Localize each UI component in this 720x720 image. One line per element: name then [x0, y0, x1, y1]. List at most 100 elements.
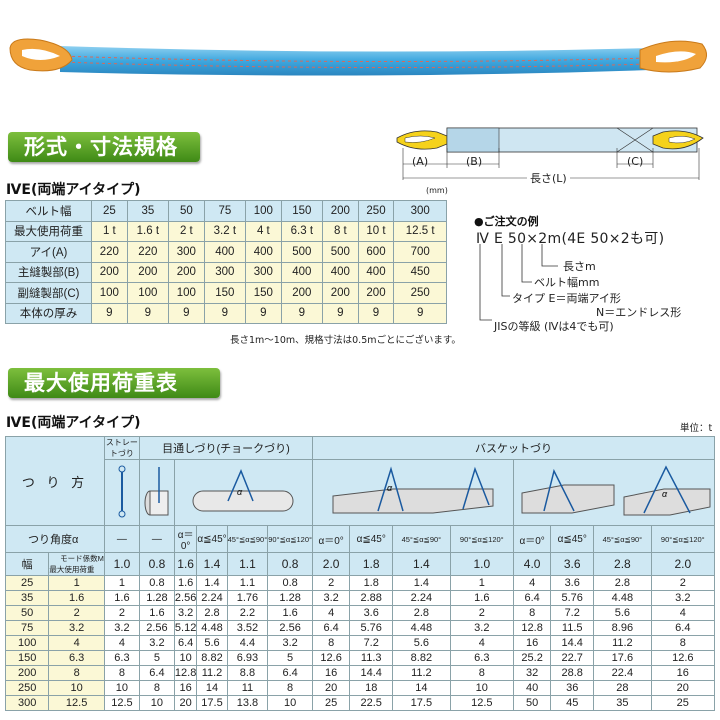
- load-cell: 2.56: [267, 620, 313, 636]
- load-cell: 1.4: [392, 575, 451, 591]
- spec-cell: 25: [91, 200, 128, 222]
- max-load-cell: 1.6: [48, 590, 105, 606]
- load-cell: 0.8: [138, 575, 175, 591]
- spec-subtitle: ⅣE(両端アイタイプ): [6, 182, 141, 198]
- load-cell: 3.52: [226, 620, 269, 636]
- width-cell: 150: [4, 650, 50, 666]
- spec-cell: 100: [245, 200, 282, 222]
- load-cell: 20: [650, 680, 716, 696]
- spec-cell: 4 t: [245, 220, 282, 242]
- load-cell: 6.4: [311, 620, 351, 636]
- load-cell: 2: [650, 575, 716, 591]
- svg-text:α: α: [662, 489, 668, 499]
- choke-label: 目通しづり(チョークづり): [138, 436, 314, 460]
- load-cell: 3.2: [311, 590, 351, 606]
- mode-cell: 4.0: [512, 552, 552, 576]
- spec-cell: 400: [245, 241, 282, 263]
- spec-row-label: ベルト幅: [5, 200, 92, 222]
- load-cell: 8: [138, 680, 175, 696]
- load-cell: 8: [311, 635, 351, 651]
- spec-cell: 220: [126, 241, 170, 263]
- spec-cell: 9: [91, 302, 128, 324]
- spec-cell: 50: [168, 200, 205, 222]
- load-cell: 2: [311, 575, 351, 591]
- dimension-diagram: [396, 127, 704, 180]
- sling-method-figure: α: [513, 459, 715, 526]
- load-cell: 2.56: [138, 620, 175, 636]
- spec-cell: 3.2 t: [203, 220, 247, 242]
- angle-row-label: つり角度α: [5, 525, 105, 553]
- spec-cell: 100: [91, 282, 128, 304]
- width-cell: 75: [4, 620, 50, 636]
- load-cell: 2: [103, 605, 140, 621]
- load-table-row: つ り 方ストレートづり目通しづり(チョークづり)バスケットづり: [5, 436, 715, 526]
- load-cell: 6.3: [449, 650, 515, 666]
- load-cell: 4: [311, 605, 351, 621]
- spec-cell: 100: [168, 282, 205, 304]
- load-cell: 25: [311, 695, 351, 711]
- spec-cell: 300: [245, 261, 282, 283]
- spec-cell: 250: [393, 282, 447, 304]
- load-section-header: 最大使用荷重表: [8, 368, 220, 398]
- load-cell: 1.6: [103, 590, 140, 606]
- load-cell: 25: [650, 695, 716, 711]
- load-cell: 8.8: [226, 665, 269, 681]
- spec-cell: 300: [203, 261, 247, 283]
- load-cell: 12.6: [650, 650, 716, 666]
- load-cell: 28.8: [550, 665, 595, 681]
- spec-cell: 200: [322, 282, 359, 304]
- order-grade: JISの等級 (Ⅳは4でも可): [494, 320, 614, 333]
- load-cell: 17.6: [593, 650, 652, 666]
- load-cell: 5.6: [593, 605, 652, 621]
- max-load-cell: 1: [48, 575, 105, 591]
- mode-cell: 1.4: [196, 552, 228, 576]
- angle-cell: α≦45°: [349, 525, 394, 553]
- max-load-cell: 8: [48, 665, 105, 681]
- load-cell: 2.2: [226, 605, 269, 621]
- angle-cell: 90°≦α≦120°: [267, 525, 313, 553]
- load-cell: 50: [512, 695, 552, 711]
- sling-method-figure: [138, 459, 175, 526]
- load-cell: 10: [173, 650, 198, 666]
- load-cell: 13.8: [226, 695, 269, 711]
- angle-cell: ―: [138, 525, 175, 553]
- load-cell: 5.76: [349, 620, 394, 636]
- angle-cell: α＝0°: [512, 525, 552, 553]
- spec-cell: 9: [322, 302, 359, 324]
- load-cell: 0.8: [267, 575, 313, 591]
- load-cell: 6.4: [512, 590, 552, 606]
- load-cell: 2.8: [593, 575, 652, 591]
- load-cell: 8: [449, 665, 515, 681]
- width-cell: 50: [4, 605, 50, 621]
- load-cell: 4: [103, 635, 140, 651]
- load-cell: 3.2: [173, 605, 198, 621]
- load-cell: 14.4: [550, 635, 595, 651]
- load-cell: 3.2: [103, 620, 140, 636]
- load-cell: 1: [449, 575, 515, 591]
- load-cell: 4.48: [196, 620, 228, 636]
- load-cell: 22.4: [593, 665, 652, 681]
- spec-cell: 200: [280, 282, 324, 304]
- width-cell: 100: [4, 635, 50, 651]
- width-cell: 25: [4, 575, 50, 591]
- mode-cell: 1.0: [103, 552, 140, 576]
- load-cell: 1.8: [349, 575, 394, 591]
- spec-cell: 9: [357, 302, 395, 324]
- spec-cell: 200: [91, 261, 128, 283]
- load-cell: 8.82: [392, 650, 451, 666]
- max-load-cell: 12.5: [48, 695, 105, 711]
- load-label: 最大使用荷重: [49, 565, 95, 574]
- spec-cell: 75: [203, 200, 247, 222]
- spec-cell: 450: [393, 261, 447, 283]
- spec-section-header: 形式・寸法規格: [8, 132, 200, 162]
- spec-row-label: 主縫製部(B): [5, 261, 92, 283]
- load-cell: 7.2: [349, 635, 394, 651]
- load-cell: 16: [173, 680, 198, 696]
